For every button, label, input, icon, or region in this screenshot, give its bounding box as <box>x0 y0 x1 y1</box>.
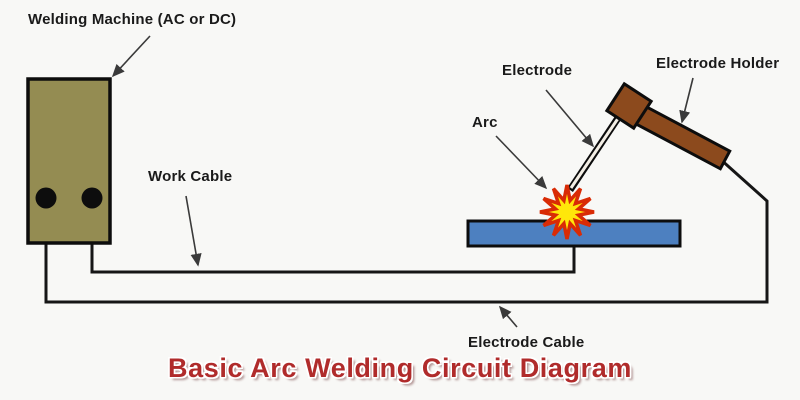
machine-terminal-right <box>81 187 103 209</box>
electrode-cable-line <box>44 156 769 304</box>
arc-label: Arc <box>472 114 498 131</box>
arc-starburst <box>539 184 595 240</box>
electrode-cable-label: Electrode Cable <box>468 334 585 351</box>
electrode-arrow <box>545 89 595 148</box>
machine-terminal-left <box>35 187 57 209</box>
electrode-cable-arrow <box>498 305 518 328</box>
electrode-holder-arrow <box>679 77 694 124</box>
work-cable-arrow <box>185 195 202 267</box>
work-cable-label: Work Cable <box>148 168 233 185</box>
welding-machine-arrow <box>111 35 151 78</box>
electrode-holder-label: Electrode Holder <box>656 55 780 72</box>
welding-machine-body <box>26 77 112 245</box>
electrode-holder-head <box>604 81 654 131</box>
electrode-label: Electrode <box>502 62 573 79</box>
diagram-title: Basic Arc Welding Circuit Diagram <box>168 353 632 383</box>
welding-machine-label: Welding Machine (AC or DC) <box>28 11 237 28</box>
electrode-stick-core <box>569 113 623 189</box>
arc-arrow <box>495 135 548 190</box>
